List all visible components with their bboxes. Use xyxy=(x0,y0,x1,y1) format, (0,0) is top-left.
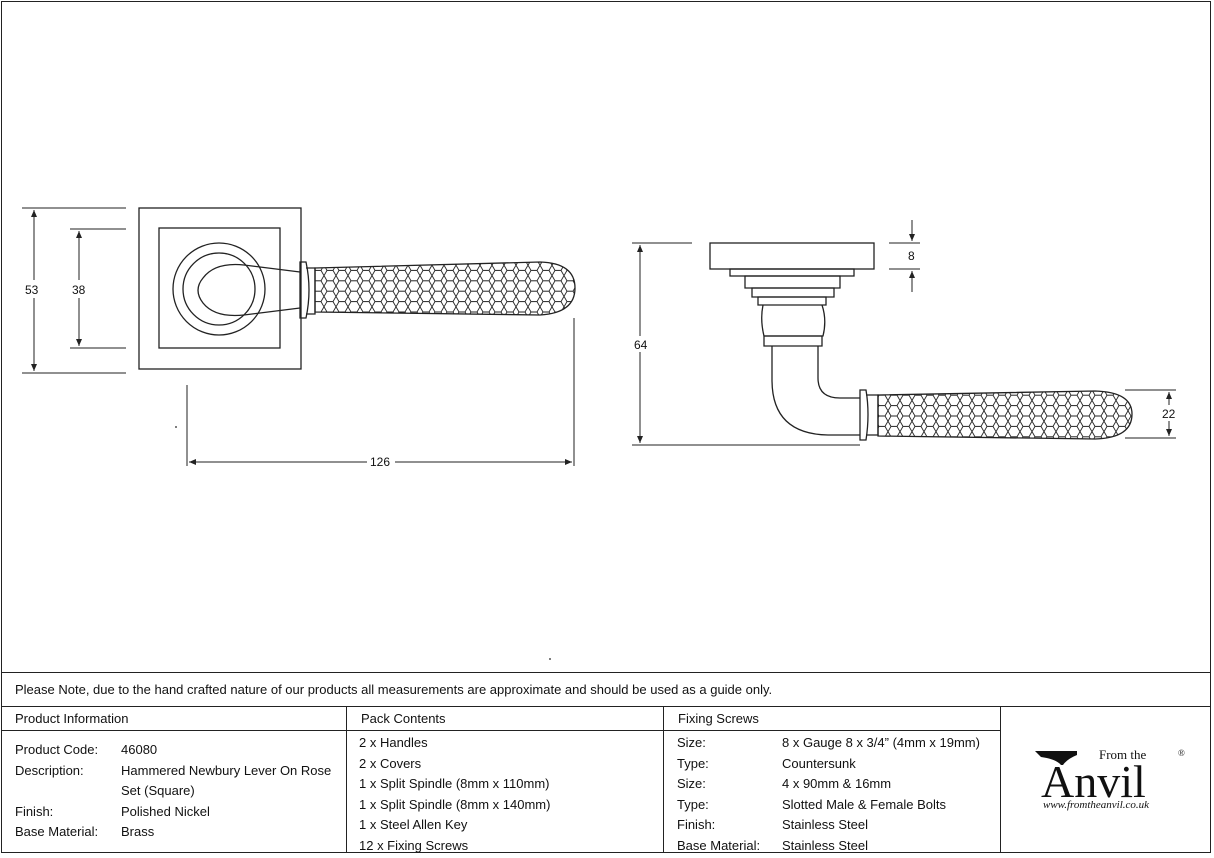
product-info-column: Product Information Product Code: 46080 … xyxy=(1,707,347,853)
screw-finish-value: Stainless Steel xyxy=(782,817,868,832)
dim-rose-thickness: 8 xyxy=(908,249,915,263)
pack-contents-column: Pack Contents 2 x Handles 2 x Covers 1 x… xyxy=(347,707,664,853)
screw-type-key: Type: xyxy=(677,755,709,771)
base-material-value: Brass xyxy=(121,824,155,839)
dim-lever-length: 126 xyxy=(370,455,390,469)
bolt-size-value: 4 x 90mm & 16mm xyxy=(782,776,892,791)
rose-inner-circle xyxy=(182,252,256,326)
rose-inner-square xyxy=(158,227,281,349)
bolt-type-row: Type: Slotted Male & Female Bolts xyxy=(677,795,997,816)
elbow-outer xyxy=(771,346,860,436)
product-info-heading: Product Information xyxy=(1,707,346,731)
front-view xyxy=(138,207,576,370)
front-dimensions xyxy=(22,207,575,466)
fixing-screws-list: Size: 8 x Gauge 8 x 3/4” (4mm x 19mm) Ty… xyxy=(677,733,997,856)
side-collar xyxy=(859,389,869,441)
logo-registered: ® xyxy=(1178,748,1185,758)
screw-size-row: Size: 8 x Gauge 8 x 3/4” (4mm x 19mm) xyxy=(677,733,997,754)
elbow-inner xyxy=(817,346,860,399)
list-item: 1 x Steel Allen Key xyxy=(359,817,468,832)
product-code-row: Product Code: 46080 xyxy=(15,740,345,761)
description-value: Hammered Newbury Lever On Rose xyxy=(121,762,332,778)
product-code-value: 46080 xyxy=(121,742,158,757)
rose-plate-side xyxy=(709,242,875,270)
fixing-screws-heading: Fixing Screws xyxy=(664,707,1000,731)
description-cont-value: Set (Square) xyxy=(121,783,195,798)
pack-contents-list: 2 x Handles 2 x Covers 1 x Split Spindle… xyxy=(359,733,550,856)
neck-collar xyxy=(757,296,827,306)
bolt-size-row: Size: 4 x 90mm & 16mm xyxy=(677,774,997,795)
list-item: 12 x Fixing Screws xyxy=(359,837,469,853)
description-key: Description: xyxy=(15,762,84,778)
neck-upper xyxy=(761,304,826,337)
screw-material-key: Base Material: xyxy=(677,837,761,853)
anvil-icon xyxy=(1035,751,1077,765)
screw-size-key: Size: xyxy=(677,735,706,750)
finish-value: Polished Nickel xyxy=(121,803,210,819)
disclaimer-note: Please Note, due to the hand crafted nat… xyxy=(1,672,1211,707)
finish-key: Finish: xyxy=(15,803,54,819)
description-row: Description: Hammered Newbury Lever On R… xyxy=(15,761,345,782)
rose-outer-square xyxy=(138,207,302,370)
lever-grip-side xyxy=(877,390,1133,440)
logo-url: www.fromtheanvil.co.uk xyxy=(1043,799,1150,811)
screw-finish-row: Finish: Stainless Steel xyxy=(677,815,997,836)
dim-projection: 64 xyxy=(634,338,648,352)
side-view xyxy=(709,242,1133,441)
lever-grip-front xyxy=(314,261,576,316)
screw-finish-key: Finish: xyxy=(677,817,716,832)
lever-neck xyxy=(197,263,301,317)
screw-type-row: Type: Countersunk xyxy=(677,754,997,775)
bolt-size-key: Size: xyxy=(677,776,706,791)
fixing-screws-column: Fixing Screws Size: 8 x Gauge 8 x 3/4” (… xyxy=(664,707,1001,853)
dim-rose-outer: 53 xyxy=(25,283,39,297)
lever-collar xyxy=(299,261,310,319)
rose-outer-circle xyxy=(172,242,266,336)
bolt-type-key: Type: xyxy=(677,796,709,812)
logo-brand: Anvil xyxy=(1041,756,1146,807)
base-material-row: Base Material: Brass xyxy=(15,822,345,843)
list-item: 2 x Covers xyxy=(359,755,422,771)
description-cont-row: Set (Square) xyxy=(15,781,345,802)
list-item: 1 x Split Spindle (8mm x 140mm) xyxy=(359,796,551,812)
finish-row: Finish: Polished Nickel xyxy=(15,802,345,823)
logo-from-the: From the xyxy=(1099,747,1147,762)
pack-contents-heading: Pack Contents xyxy=(347,707,663,731)
screw-material-value: Stainless Steel xyxy=(782,837,868,853)
screw-type-value: Countersunk xyxy=(782,755,856,771)
base-material-key: Base Material: xyxy=(15,824,99,839)
screw-size-value: 8 x Gauge 8 x 3/4” (4mm x 19mm) xyxy=(782,735,980,750)
list-item: 2 x Handles xyxy=(359,735,428,750)
rose-step xyxy=(729,268,855,277)
screw-material-row: Base Material: Stainless Steel xyxy=(677,836,997,857)
neck-ring xyxy=(763,335,823,347)
product-info-list: Product Code: 46080 Description: Hammere… xyxy=(15,740,345,843)
brand-logo: From the ® Anvil www.fromtheanvil.co.uk xyxy=(1001,707,1211,853)
product-drawing: 53 38 126 xyxy=(22,207,1176,660)
product-code-key: Product Code: xyxy=(15,742,99,757)
list-item: 1 x Split Spindle (8mm x 110mm) xyxy=(359,776,550,791)
rose-collar xyxy=(751,287,835,298)
spec-table: Product Information Product Code: 46080 … xyxy=(1,707,1211,853)
dim-rose-inner: 38 xyxy=(72,283,86,297)
bolt-type-value: Slotted Male & Female Bolts xyxy=(782,796,947,812)
dim-grip-diameter: 22 xyxy=(1162,407,1176,421)
rose-boss xyxy=(744,275,841,289)
